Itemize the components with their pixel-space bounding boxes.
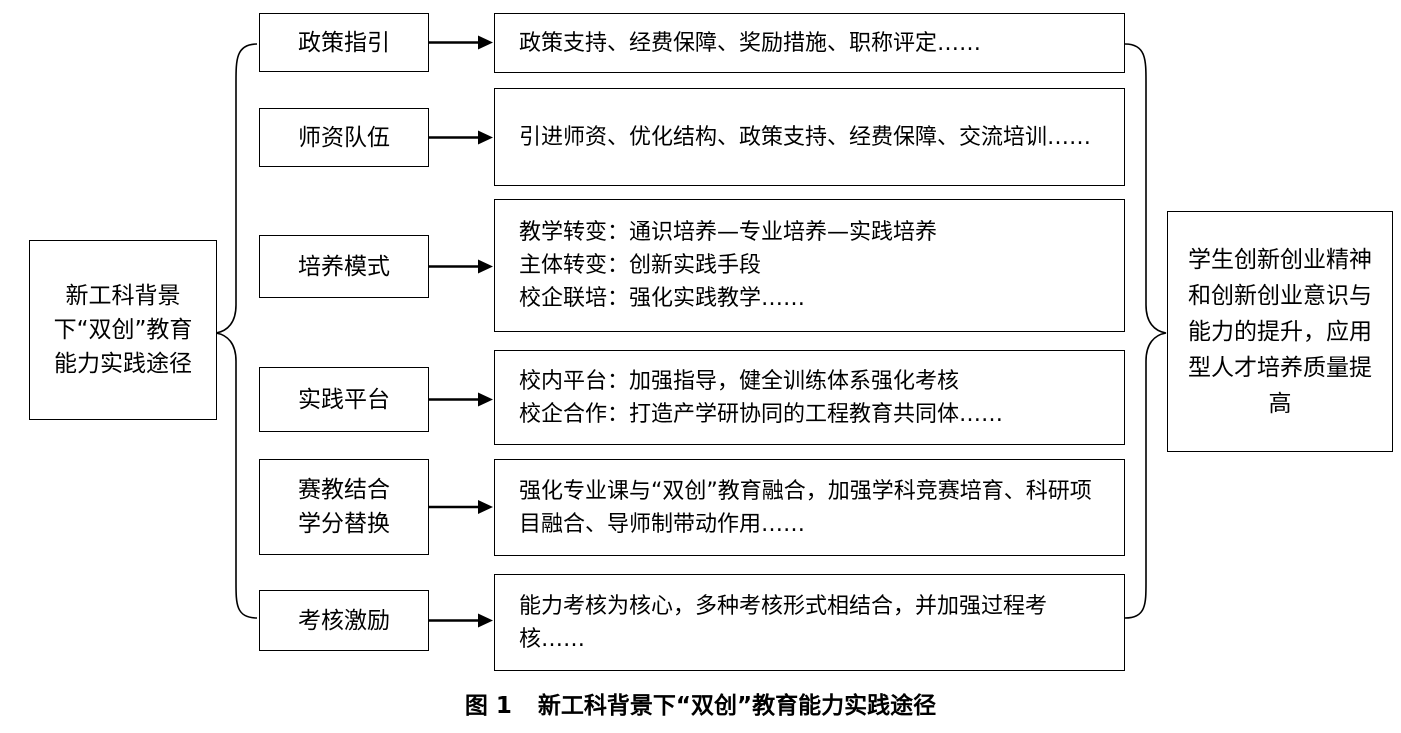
pathway-detail-line: 能力考核为核心，多种考核形式相结合，并加强过程考核…… — [519, 593, 1048, 652]
pathway-category-label: 学分替换 — [298, 511, 390, 537]
pathway-detail-line: 教学转变：通识培养—专业培养—实践培养 — [519, 220, 938, 245]
source-text: 新工科背景下“双创”教育能力实践途径 — [53, 283, 193, 377]
arrow-head — [478, 392, 493, 407]
pathway-detail-box: 政策支持、经费保障、奖励措施、职称评定…… — [494, 13, 1125, 73]
right-brace — [1124, 43, 1167, 619]
pathway-category-label: 实践平台 — [298, 386, 390, 413]
pathway-detail-line: 校企联培：强化实践教学…… — [519, 286, 806, 311]
pathway-detail-line: 引进师资、优化结构、政策支持、经费保障、交流培训…… — [519, 124, 1092, 150]
outcome-text: 学生创新创业精神和创新创业意识与能力的提升，应用型人才培养质量提高 — [1188, 246, 1372, 417]
outcome-box: 学生创新创业精神和创新创业意识与能力的提升，应用型人才培养质量提高 — [1167, 211, 1393, 452]
arrow-head — [478, 35, 493, 50]
pathway-detail-line: 校企合作：打造产学研协同的工程教育共同体…… — [519, 401, 1004, 427]
pathway-detail-box: 教学转变：通识培养—专业培养—实践培养主体转变：创新实践手段校企联培：强化实践教… — [494, 199, 1125, 332]
pathway-detail-box: 校内平台：加强指导，健全训练体系强化考核校企合作：打造产学研协同的工程教育共同体… — [494, 350, 1125, 445]
pathway-detail-line: 强化专业课与“双创”教育融合，加强学科竞赛培育、科研项目融合、导师制带动作用…… — [519, 478, 1092, 537]
arrow-head — [478, 613, 493, 628]
pathway-category-label: 政策指引 — [298, 29, 390, 56]
pathway-detail-box: 强化专业课与“双创”教育融合，加强学科竞赛培育、科研项目融合、导师制带动作用…… — [494, 459, 1125, 556]
pathway-detail-line: 校内平台：加强指导，健全训练体系强化考核 — [519, 368, 960, 394]
pathway-detail-box: 引进师资、优化结构、政策支持、经费保障、交流培训…… — [494, 88, 1125, 186]
arrow-head — [478, 500, 493, 514]
pathway-detail-box: 能力考核为核心，多种考核形式相结合，并加强过程考核…… — [494, 574, 1125, 671]
figure-caption: 图 1 新工科背景下“双创”教育能力实践途径 — [0, 690, 1401, 722]
pathway-category-box: 培养模式 — [259, 235, 429, 298]
source-box: 新工科背景下“双创”教育能力实践途径 — [29, 240, 217, 420]
pathway-category-label: 师资队伍 — [298, 124, 390, 151]
figure-number: 图 1 — [464, 693, 512, 719]
arrow-head — [478, 259, 493, 274]
pathway-category-box: 实践平台 — [259, 367, 429, 432]
pathway-category-box: 师资队伍 — [259, 108, 429, 167]
pathway-category-label: 考核激励 — [298, 607, 390, 634]
pathway-category-label: 赛教结合 — [298, 477, 390, 503]
pathway-category-box: 赛教结合学分替换 — [259, 459, 429, 555]
arrow-head — [478, 130, 493, 145]
arrow-group — [429, 35, 493, 628]
pathway-category-box: 考核激励 — [259, 590, 429, 651]
pathway-category-label: 培养模式 — [298, 253, 390, 280]
left-brace — [215, 43, 258, 619]
pathway-detail-line: 政策支持、经费保障、奖励措施、职称评定…… — [519, 30, 982, 56]
pathway-category-box: 政策指引 — [259, 13, 429, 72]
figure-title: 新工科背景下“双创”教育能力实践途径 — [537, 693, 937, 719]
pathway-detail-line: 主体转变：创新实践手段 — [519, 253, 762, 278]
